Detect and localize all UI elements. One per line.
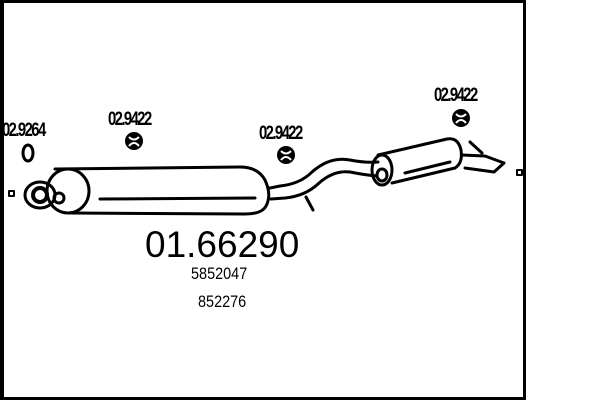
accessory-label-hanger-front: 02.9422	[108, 109, 152, 130]
mid-pipe	[268, 157, 380, 212]
rubber-hanger-icon	[277, 146, 295, 164]
reference-number-1: 5852047	[191, 264, 248, 283]
front-muffler	[45, 165, 271, 216]
connector-marker-right	[516, 169, 523, 176]
reference-number-2: 852276	[198, 292, 247, 311]
accessory-label-hanger-mid: 02.9422	[259, 123, 303, 144]
diagram-frame	[0, 0, 526, 400]
connector-marker-left	[8, 190, 15, 197]
o-ring-icon	[21, 143, 35, 163]
accessory-label-hanger-rear: 02.9422	[434, 85, 478, 106]
rear-muffler	[370, 137, 506, 187]
rubber-hanger-icon	[125, 132, 143, 150]
main-part-number: 01.66290	[145, 224, 300, 265]
front-flange	[23, 180, 66, 210]
accessory-label-o-ring: 02.9264	[2, 120, 46, 141]
rubber-hanger-icon	[452, 109, 470, 127]
